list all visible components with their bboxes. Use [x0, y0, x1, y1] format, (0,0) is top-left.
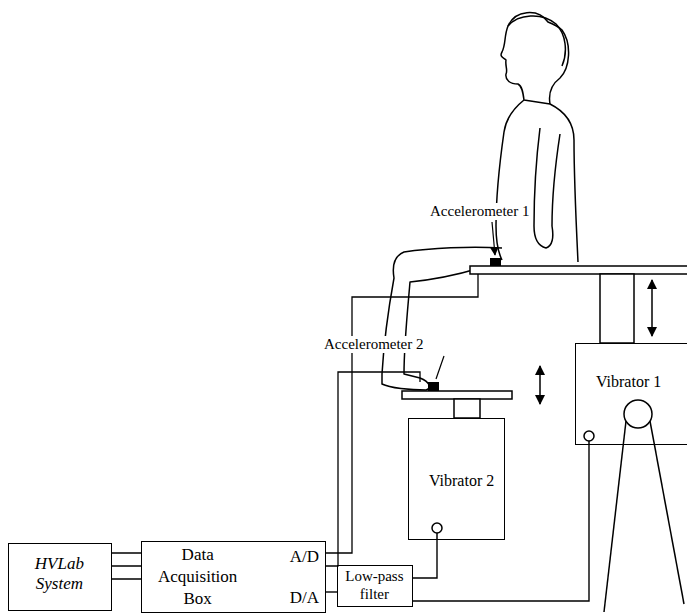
box-text: A/D: [290, 547, 319, 567]
frame-leg: [604, 421, 626, 612]
seat-platform: [470, 266, 687, 343]
box-text: Low-pass filter: [341, 567, 407, 603]
person-torso: [496, 100, 578, 262]
person-arm: [534, 128, 560, 248]
seat-motion-arrow: [651, 280, 653, 336]
accelerometers: [428, 222, 501, 391]
system-box: HVLab System: [8, 543, 112, 611]
signal-line: [413, 540, 437, 578]
box-text: Vibrator 1: [596, 372, 661, 391]
box-text: Vibrator 2: [429, 471, 494, 490]
input-terminal: [432, 523, 442, 533]
terminal-stub: [436, 533, 438, 540]
vibrator-box: Vibrator 2: [408, 418, 505, 540]
seat-column: [600, 274, 634, 343]
accelerometer-2-wire: [326, 372, 420, 566]
foot-column: [454, 399, 480, 418]
box-text: D/A: [290, 588, 319, 608]
person-hair: [508, 16, 565, 66]
accelerometer-2: [428, 382, 439, 391]
accelerometer-1-wire: [326, 274, 478, 553]
part-label: Accelerometer 1: [428, 203, 532, 220]
foot-plate: [402, 391, 512, 399]
foot-motion-arrow: [539, 366, 541, 404]
signal-line: [326, 591, 337, 592]
seated-person: [382, 13, 578, 390]
seat-plate: [470, 266, 687, 274]
box-text: Data Acquisition Box: [158, 544, 237, 610]
vibrator-box: Vibrator 1: [575, 343, 687, 445]
vibrator-1-details: [584, 400, 684, 612]
input-terminal: [584, 431, 594, 441]
frame-leg: [650, 421, 684, 604]
filter-box: Low-pass filter: [337, 565, 413, 607]
signal-line: [413, 445, 589, 601]
signal-wires: [326, 274, 478, 566]
foot-platform: [402, 366, 540, 418]
signal-line: [112, 553, 141, 579]
box-text: HVLab System: [35, 554, 84, 595]
acquisition-box: Data Acquisition Box A/D D/A: [141, 541, 326, 613]
accelerometer-1: [490, 258, 501, 266]
leader-line: [492, 222, 495, 255]
vibrator-2-details: [432, 523, 442, 540]
part-label: Accelerometer 2: [322, 336, 426, 353]
person-head: [501, 13, 569, 104]
leader-line: [436, 356, 444, 379]
pulley: [624, 400, 652, 428]
